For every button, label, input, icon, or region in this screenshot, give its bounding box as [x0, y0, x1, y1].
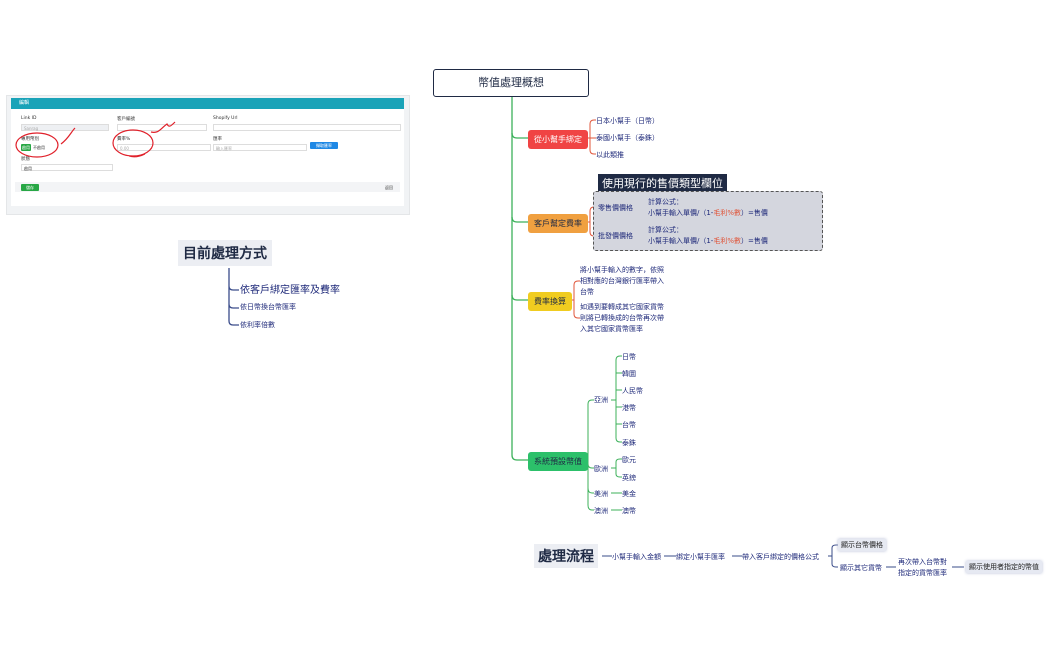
save-button[interactable]: 儲存: [21, 184, 39, 191]
asia-currency-5: 台幣: [622, 421, 636, 429]
custom-rate-label: 費率%: [117, 137, 131, 142]
branch-default-currency: 系統預設幣值: [528, 452, 588, 471]
callout-box: [593, 191, 823, 251]
america-label: 美洲: [594, 490, 608, 498]
asia-currency-4: 港幣: [622, 404, 636, 412]
current-method-connector: [228, 268, 239, 326]
branch1-child-3: 以此類推: [596, 151, 624, 159]
process-step-2: 綁定小幫手匯率: [676, 553, 725, 561]
asia-label: 亞洲: [594, 396, 608, 404]
conversion-note-1: 將小幫手輸入的數字，依照 相對應的台灣銀行匯率帶入 台幣: [580, 266, 664, 296]
edit-panel: 編輯 Link ID Sanrag 客戶編號 Shopify Url 專用幣別 …: [11, 98, 404, 206]
current-method-item-1: 依客戶綁定匯率及費率: [240, 285, 340, 296]
toggle-off-label[interactable]: 不啟用: [33, 145, 45, 150]
asia-currency-3: 人民幣: [622, 387, 643, 395]
retail-price-label: 零售價價格: [598, 204, 633, 212]
status-select[interactable]: 啟用: [21, 164, 113, 171]
process-convert-note: 再次帶入台幣對 指定的貨幣匯率: [898, 558, 947, 577]
rate-input[interactable]: 輸入匯率: [213, 144, 307, 151]
callout-title: 使用現行的售價類型欄位: [598, 174, 727, 192]
red-annotations: [15, 121, 176, 158]
shopify-label: Shopify Url: [213, 116, 238, 121]
retail-formula-title: 計算公式：: [648, 198, 683, 206]
branch-rate-conversion: 費率換算: [528, 292, 572, 311]
customer-label: 客戶編號: [117, 117, 135, 122]
toggle-on-button[interactable]: 啟用: [21, 144, 31, 151]
asia-currency-6: 泰銖: [622, 439, 636, 447]
process-step-1: 小幫手輸入金額: [612, 553, 661, 561]
link-id-input[interactable]: Sanrag: [21, 124, 109, 131]
current-method-title: 目前處理方式: [178, 240, 272, 266]
link-id-label: Link ID: [21, 116, 37, 121]
branch1-child-2: 泰國小幫手（泰銖）: [596, 134, 659, 142]
process-final-output: 顯示使用者指定的幣值: [966, 561, 1042, 573]
branch-bind-helper: 從小幫手綁定: [528, 130, 588, 149]
asia-currency-2: 韓圜: [622, 370, 636, 378]
wholesale-formula: 小幫手輸入單價/（1-毛利%數）=售價: [648, 237, 768, 245]
rate-label: 匯率: [213, 137, 222, 142]
status-label: 狀態: [21, 157, 30, 162]
europe-label: 歐洲: [594, 465, 608, 473]
process-output-twd: 顯示台幣價格: [838, 539, 886, 551]
fetch-rate-button[interactable]: 擷取匯率: [310, 142, 338, 149]
europe-currency-2: 英鎊: [622, 474, 636, 482]
current-method-item-3: 依利率倍數: [240, 321, 275, 329]
process-step-3: 帶入客戶綁定的價格公式: [742, 553, 819, 561]
mindmap-root: 幣值處理概想: [433, 69, 589, 97]
branch-customer-rate: 客戶幫定費率: [528, 214, 588, 233]
america-currency: 美金: [622, 490, 636, 498]
embedded-screenshot: 編輯 Link ID Sanrag 客戶編號 Shopify Url 專用幣別 …: [6, 95, 410, 215]
wholesale-price-label: 批發價價格: [598, 232, 633, 240]
panel-header: 編輯: [11, 98, 404, 109]
custom-currency-label: 專用幣別: [21, 137, 39, 142]
back-button[interactable]: 返回: [385, 185, 393, 190]
retail-formula: 小幫手輸入單價/（1-毛利%數）=售價: [648, 209, 768, 217]
custom-rate-input[interactable]: 0.00: [117, 144, 211, 151]
panel-footer: [15, 182, 400, 192]
shopify-input[interactable]: [213, 124, 401, 131]
conversion-note-2: 如遇到要轉成其它國家貨幣 則將已轉換成的台幣再次帶 入其它國家貨幣匯率: [580, 303, 664, 333]
current-method-item-2: 依日幣換台幣匯率: [240, 303, 296, 311]
europe-currency-1: 歐元: [622, 456, 636, 464]
wholesale-formula-title: 計算公式：: [648, 226, 683, 234]
process-output-other: 顯示其它貨幣: [840, 564, 882, 572]
oceania-label: 澳洲: [594, 507, 608, 515]
panel-header-label: 編輯: [19, 100, 30, 106]
process-title: 處理流程: [534, 544, 598, 568]
branch1-child-1: 日本小幫手（日幣）: [596, 117, 659, 125]
oceania-currency: 澳幣: [622, 507, 636, 515]
asia-currency-1: 日幣: [622, 353, 636, 361]
